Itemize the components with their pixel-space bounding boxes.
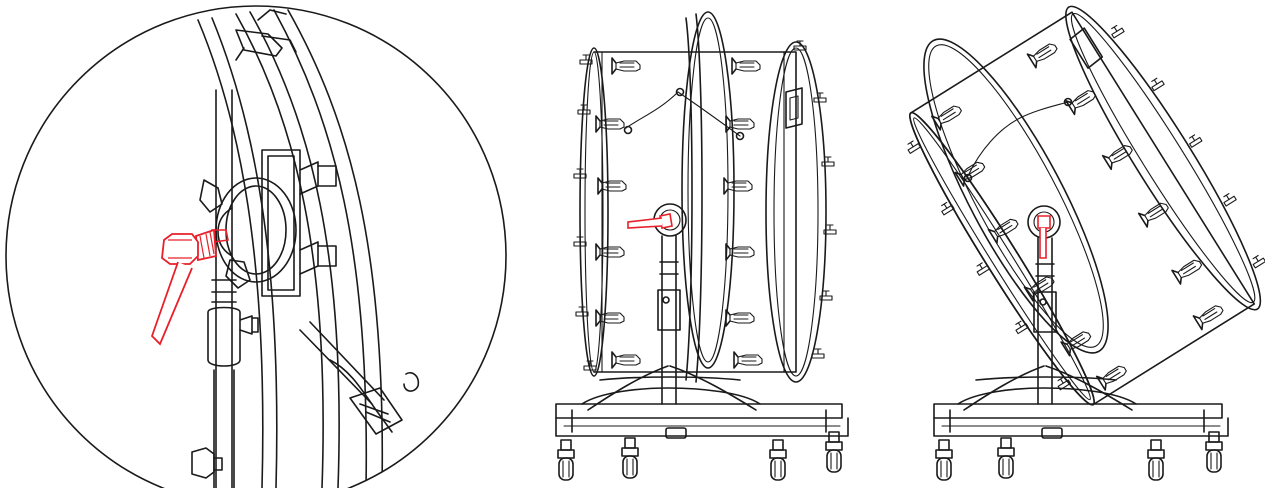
detail-zoom-circle [5, 5, 507, 488]
detail-zoom-panel [5, 5, 507, 488]
tilt-lever-upright-highlight [627, 213, 673, 229]
tilt-lever-knob-highlight [150, 228, 229, 346]
tilt-lever-tilted-highlight [1037, 215, 1051, 259]
drum-tilted-panel [904, 5, 1265, 481]
drum-upright-panel [555, 11, 849, 481]
